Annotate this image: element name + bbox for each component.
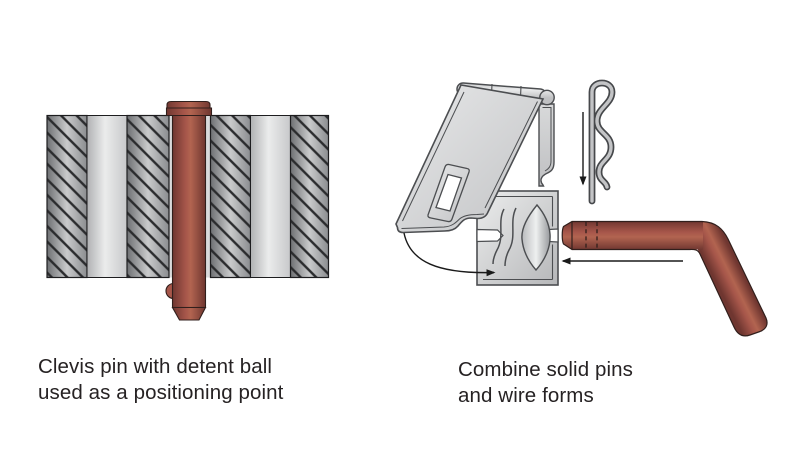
latch-plate [395, 84, 545, 234]
caption-combine-line-2: and wire forms [458, 383, 594, 407]
block-slot-left [476, 228, 504, 243]
caption-clevis-line-1: Clevis pin with detent ball [38, 355, 273, 378]
bent-pin-shaft [562, 221, 703, 250]
pin-clearance-right [204, 115, 211, 278]
bent-pin-outline [561, 220, 768, 337]
plate-slot-hole [435, 173, 463, 212]
plate-plain-1 [86, 115, 128, 278]
plate-hatched-2 [126, 114, 170, 279]
pin-body [171, 111, 207, 309]
keeper-strip [538, 103, 555, 187]
plate-inner-border [401, 91, 538, 229]
plate-hatched-1 [46, 114, 88, 279]
pin-head-flange [165, 107, 213, 117]
rotate-curved-arrow [403, 232, 496, 277]
stacked-plates [46, 114, 330, 279]
caption-clevis-pin: Clevis pin with detent ball used as a po… [38, 354, 283, 405]
hinge-knob [539, 89, 555, 106]
bent-wire-pin [561, 220, 768, 337]
pin-head-cap [166, 100, 211, 109]
spring-chevron-1 [492, 208, 505, 265]
chamfered-tip [171, 306, 207, 321]
bent-pin-leg [697, 221, 768, 336]
block-inner-border [482, 195, 554, 281]
strip-inner-border [542, 107, 552, 172]
caption-combine-line-1: Combine solid pins [458, 358, 633, 381]
spring-chevron-2 [504, 207, 517, 267]
plate-hatched-4 [289, 114, 330, 279]
pin-hidden-hole-dashes [585, 222, 598, 249]
clevis-pin [165, 100, 213, 321]
pins-and-wire-figure [395, 79, 768, 337]
hairpin-cotter-clip [588, 79, 616, 205]
caption-clevis-line-2: used as a positioning point [38, 380, 284, 404]
pin-clearance-left [169, 115, 174, 278]
plate-hatched-3 [209, 114, 252, 279]
plate-plain-2 [250, 115, 291, 278]
detent-leaf [521, 203, 551, 272]
caption-combine-pins: Combine solid pins and wire forms [458, 357, 633, 408]
clevis-pin-figure [46, 100, 330, 321]
